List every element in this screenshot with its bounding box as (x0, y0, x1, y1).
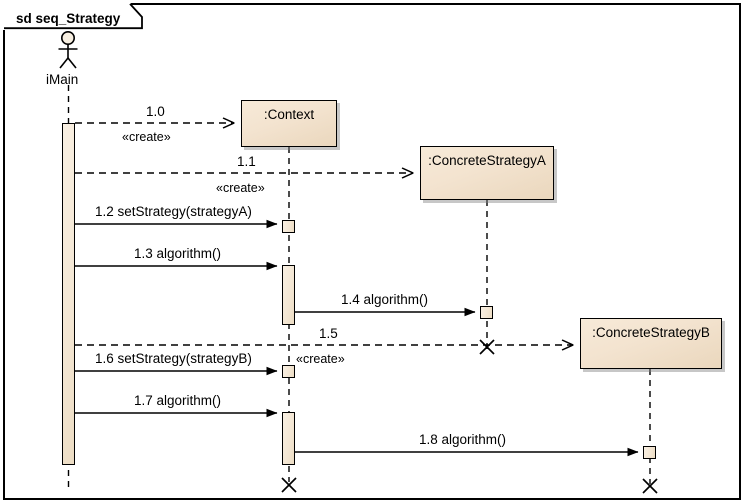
activation-bar-strategy-a-algorithm[interactable] (480, 306, 493, 319)
message-label-1-8: 1.8 algorithm() (419, 432, 507, 447)
activation-bar-imain[interactable] (62, 123, 75, 465)
activation-bar-strategy-b-algorithm[interactable] (643, 446, 656, 459)
message-label-1-0: 1.0 (146, 104, 165, 119)
activation-bar-context-set-strategy-b[interactable] (282, 365, 295, 378)
participant-box-context[interactable]: :Context (241, 100, 337, 147)
message-stereotype-1-1: «create» (216, 181, 265, 195)
message-stereotype-1-0: «create» (122, 130, 171, 144)
message-label-1-1: 1.1 (237, 154, 256, 169)
activation-bar-context-algorithm[interactable] (282, 265, 295, 325)
diagram-frame-border (3, 3, 741, 500)
participant-box-concrete-strategy-b[interactable]: :ConcreteStrategyB (580, 318, 722, 369)
participant-label-concrete-strategy-b: :ConcreteStrategyB (592, 325, 710, 340)
participant-label-context: :Context (263, 107, 315, 122)
message-label-1-2: 1.2 setStrategy(strategyA) (95, 204, 252, 219)
message-label-1-3: 1.3 algorithm() (134, 246, 222, 261)
message-stereotype-1-5: «create» (296, 352, 345, 366)
participant-box-concrete-strategy-a[interactable]: :ConcreteStrategyA (420, 146, 554, 200)
message-label-1-4: 1.4 algorithm() (341, 292, 429, 307)
frame-tab-shape-icon (3, 3, 143, 30)
activation-bar-context-set-strategy-a[interactable] (282, 220, 295, 233)
message-label-1-6: 1.6 setStrategy(strategyB) (95, 351, 252, 366)
participant-label-imain: iMain (46, 72, 79, 87)
message-label-1-7: 1.7 algorithm() (134, 393, 222, 408)
message-label-1-5: 1.5 (319, 326, 338, 341)
frame-label: sd seq_Strategy (16, 11, 121, 26)
participant-label-concrete-strategy-a: :ConcreteStrategyA (428, 153, 546, 168)
activation-bar-context-algorithm-2[interactable] (282, 412, 295, 465)
frame-header-tab: sd seq_Strategy (3, 3, 143, 30)
